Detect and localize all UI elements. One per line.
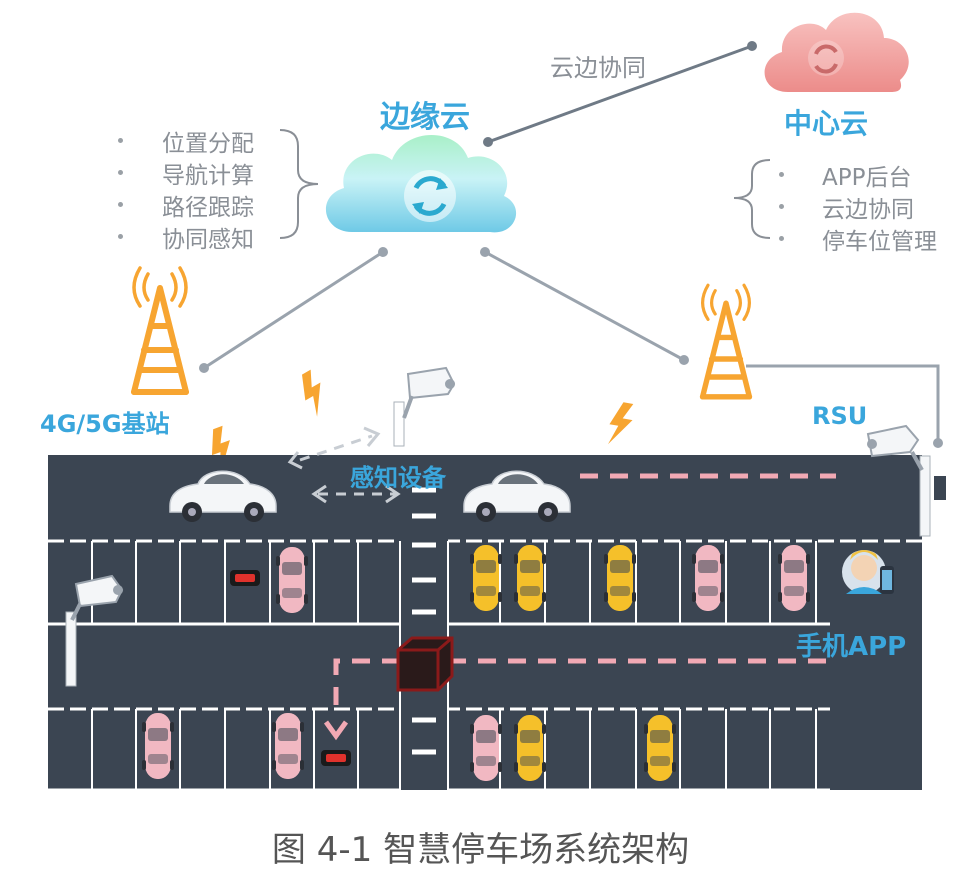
center-feature-item: 云边协同 — [822, 197, 914, 223]
parked-car-pink-icon — [470, 715, 502, 781]
rsu-camera-icon — [866, 424, 946, 537]
camera-icon — [393, 366, 456, 447]
parked-car-yellow-icon — [644, 715, 676, 781]
parked-car-pink-icon — [778, 545, 810, 611]
edge-compute-box-icon — [396, 636, 454, 692]
center-feature-item: APP后台 — [822, 165, 912, 191]
network-links — [199, 41, 943, 448]
edge-feature-item: 协同感知 — [162, 227, 254, 253]
bullet-dot — [118, 202, 123, 207]
edge-feature-bracket — [279, 129, 319, 239]
sensing-device-label: 感知设备 — [350, 464, 446, 492]
edge-feature-item: 路径跟踪 — [162, 195, 254, 221]
camera-icon — [65, 574, 124, 687]
rsu-label: RSU — [812, 402, 868, 430]
navigation-route — [333, 473, 836, 716]
base-station-tower-icon — [134, 268, 186, 392]
edge-cloud-label: 边缘云 — [380, 100, 470, 135]
edge-feature-item: 位置分配 — [162, 131, 254, 157]
mobile-app-label: 手机APP — [796, 632, 907, 662]
bullet-dot — [779, 236, 784, 241]
center-cloud-icon — [764, 12, 909, 93]
edge-cloud-icon — [325, 134, 517, 233]
bullet-dot — [779, 172, 784, 177]
center-feature-item: 停车位管理 — [822, 229, 937, 255]
parked-car-pink-icon — [142, 713, 174, 779]
edge-feature-item: 导航计算 — [162, 163, 254, 189]
parked-car-yellow-icon — [470, 545, 502, 611]
signal-bolt-icon — [293, 368, 335, 418]
parked-car-yellow-icon — [514, 715, 546, 781]
phone-user-icon — [842, 550, 894, 594]
sensing-signal-arrows — [287, 426, 401, 504]
figure-caption: 图 4-1 智慧停车场系统架构 — [271, 830, 690, 870]
parking-sensor-icon — [321, 750, 351, 766]
cloud-edge-link-label: 云边协同 — [550, 54, 646, 82]
base-station-label: 4G/5G基站 — [40, 410, 170, 438]
parking-sensor-icon — [230, 570, 260, 586]
parked-car-pink-icon — [272, 713, 304, 779]
bullet-dot — [118, 234, 123, 239]
signal-bolt-icon — [605, 400, 636, 448]
parked-car-pink-icon — [692, 545, 724, 611]
parked-car-pink-icon — [276, 547, 308, 613]
center-cloud-label: 中心云 — [784, 107, 869, 140]
route-arrow-icon — [323, 720, 349, 741]
center-feature-bracket — [733, 159, 771, 239]
bullet-dot — [118, 170, 123, 175]
parked-car-yellow-icon — [514, 545, 546, 611]
bullet-dot — [118, 138, 123, 143]
parked-car-yellow-icon — [604, 545, 636, 611]
bullet-dot — [779, 204, 784, 209]
rsu-tower-icon — [703, 285, 750, 397]
